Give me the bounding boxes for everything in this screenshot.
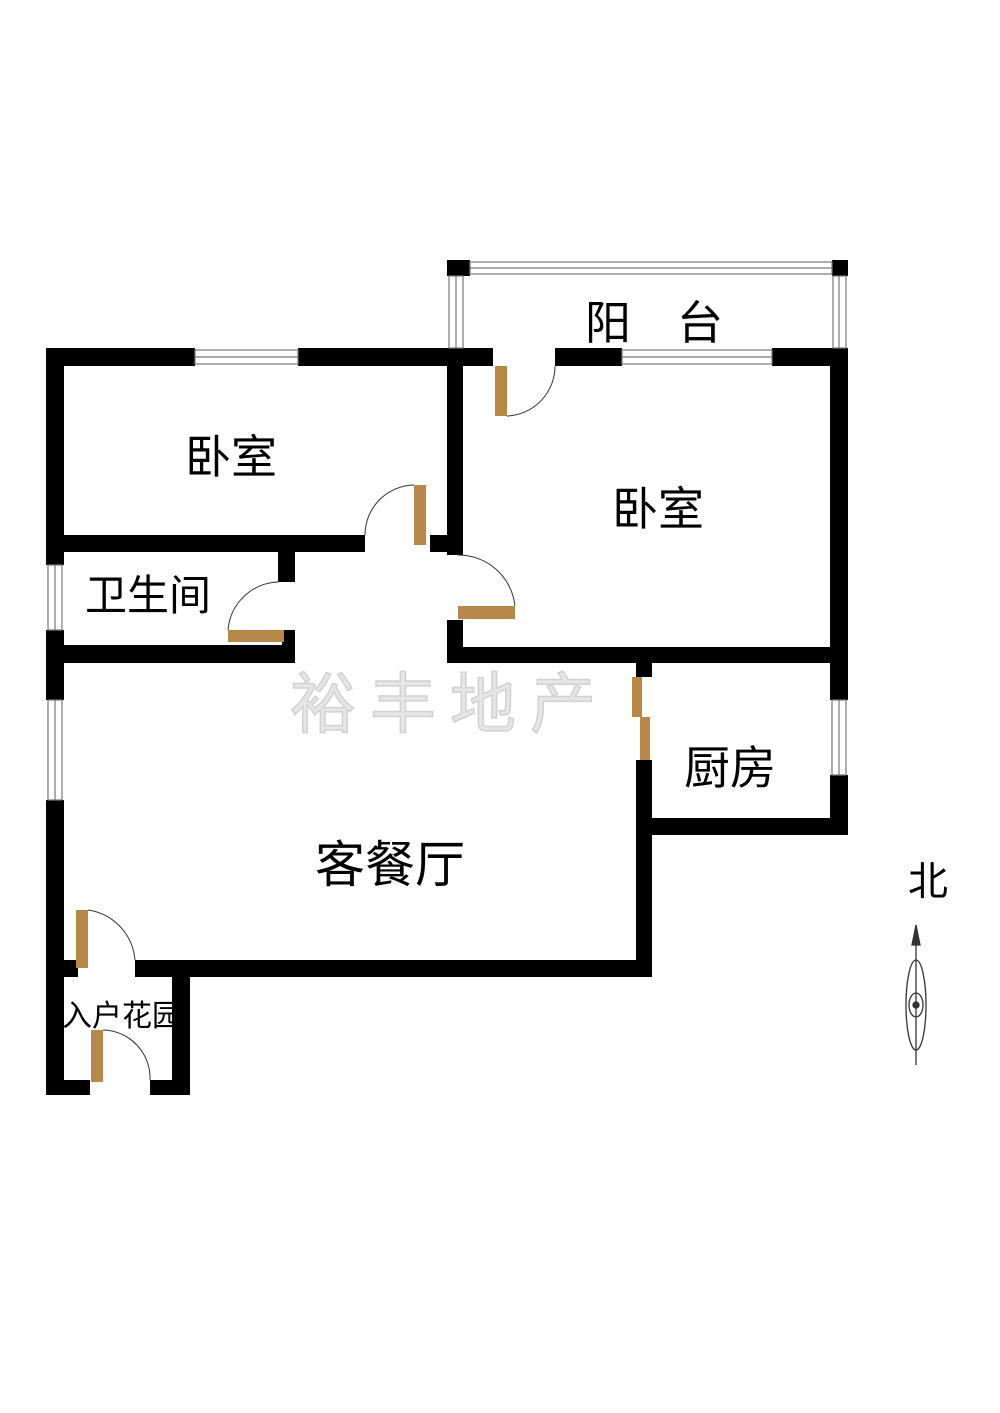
room-label-kitchen: 厨房 <box>684 741 776 795</box>
windows <box>47 261 847 801</box>
room-label-bedroom-left: 卧室 <box>185 430 277 484</box>
room-label-balcony: 阳 台 <box>585 296 723 350</box>
doors <box>76 366 650 1082</box>
compass-icon <box>905 924 927 1065</box>
room-label-living-dining: 客餐厅 <box>315 836 465 894</box>
walls <box>46 260 848 1095</box>
room-label-entry-garden: 入户花园 <box>62 1000 174 1034</box>
room-label-bathroom: 卫生间 <box>85 571 212 620</box>
door-swings <box>87 365 556 1081</box>
room-label-bedroom-right: 卧室 <box>612 482 704 536</box>
watermark: 裕丰地产 <box>289 666 610 743</box>
entry-garden-label-clip: 入户花园 <box>62 1000 174 1040</box>
compass-north-label: 北 <box>908 859 948 905</box>
